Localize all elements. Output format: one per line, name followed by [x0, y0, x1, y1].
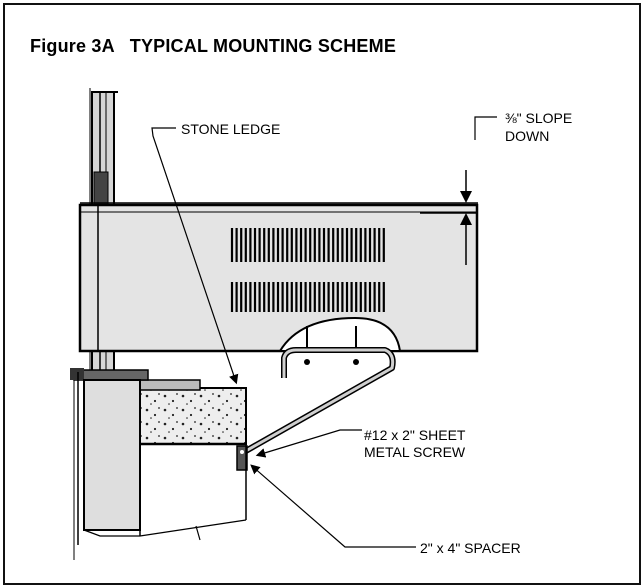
slope-dimension	[80, 116, 497, 265]
sheet-metal-screw	[236, 445, 248, 471]
lower-wall	[73, 372, 247, 560]
sill-strip	[70, 368, 149, 381]
slope-label-line2: DOWN	[505, 128, 550, 144]
fireplace-body	[78, 203, 479, 353]
upper-louvers	[230, 228, 385, 262]
stone-ledge	[139, 379, 247, 446]
stone-ledge-label: STONE LEDGE	[181, 121, 281, 137]
figure-title: Figure 3A TYPICAL MOUNTING SCHEME	[30, 36, 397, 56]
slope-label-line1: ⅜" SLOPE	[505, 110, 573, 126]
leader-lines	[151, 127, 416, 548]
spacer-label: 2" x 4" SPACER	[420, 540, 521, 556]
screw-label-line2: METAL SCREW	[364, 444, 466, 460]
lower-louvers	[230, 282, 385, 312]
screw-label-line1: #12 x 2" SHEET	[364, 427, 466, 443]
mounting-bracket	[242, 316, 402, 455]
